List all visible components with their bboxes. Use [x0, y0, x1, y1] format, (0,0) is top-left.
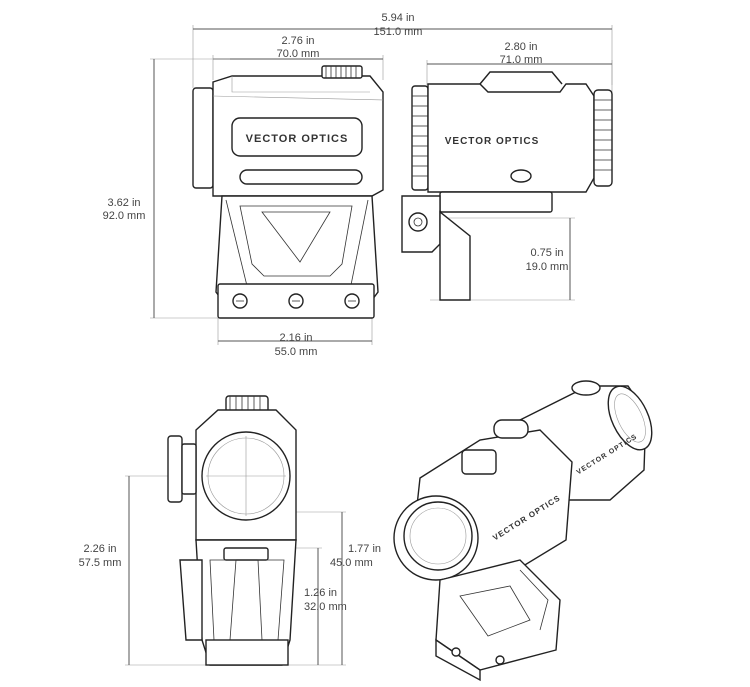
- brand-logo-magnifier: VECTOR OPTICS: [445, 136, 540, 147]
- riser-offset-in: 0.75 in: [530, 247, 563, 259]
- total-length-mm: 151.0 mm: [374, 26, 423, 38]
- height-in: 3.62 in: [107, 197, 140, 209]
- isometric-view: VECTOR OPTICS VECTOR OPTICS: [393, 380, 653, 682]
- dimension-labels-side: 5.94 in 151.0 mm 2.76 in 70.0 mm 2.80 in…: [103, 12, 569, 358]
- mount-length-in: 2.16 in: [279, 332, 312, 344]
- lower-height-mm: 32.0 mm: [304, 601, 347, 613]
- dimension-lines-side: [150, 25, 613, 345]
- axis-height-mm: 57.5 mm: [79, 557, 122, 569]
- front-axis-height-mm: 45.0 mm: [330, 557, 373, 569]
- front-view: 2.26 in 57.5 mm 1.77 in 45.0 mm 1.26 in …: [79, 395, 381, 666]
- sight-length-in: 2.76 in: [281, 35, 314, 47]
- red-dot-side-view: VECTOR OPTICS: [192, 65, 384, 319]
- brand-logo-sight: VECTOR OPTICS: [246, 133, 349, 145]
- mount-length-mm: 55.0 mm: [275, 346, 318, 358]
- height-mm: 92.0 mm: [103, 210, 146, 222]
- magnifier-side-view: VECTOR OPTICS: [401, 71, 613, 301]
- sight-length-mm: 70.0 mm: [277, 48, 320, 60]
- axis-height-in: 2.26 in: [83, 543, 116, 555]
- magnifier-length-mm: 71.0 mm: [500, 54, 543, 66]
- magnifier-length-in: 2.80 in: [504, 41, 537, 53]
- riser-offset-mm: 19.0 mm: [526, 261, 569, 273]
- lower-height-in: 1.26 in: [304, 587, 337, 599]
- front-axis-height-in: 1.77 in: [348, 543, 381, 555]
- total-length-in: 5.94 in: [381, 12, 414, 24]
